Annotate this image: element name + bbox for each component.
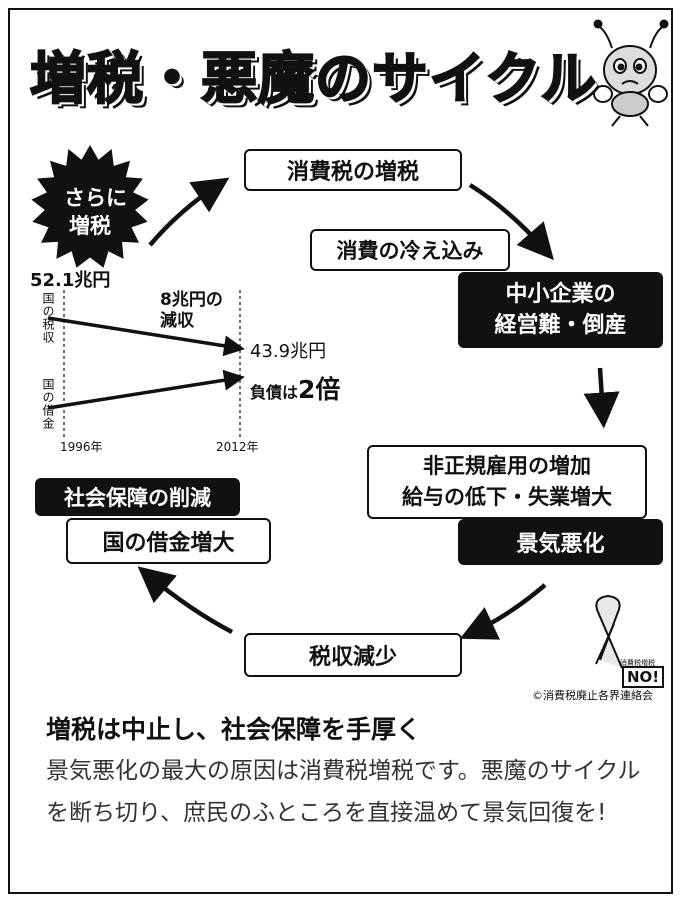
arrow-sme-to-employment	[583, 367, 620, 429]
national-debt-line	[47, 369, 245, 410]
consumption-label: 消費の冷え込み	[336, 239, 484, 263]
employment-label-line1: 非正規雇用の増加	[423, 454, 591, 478]
credit-text: ©消費税廃止各界連絡会	[532, 689, 653, 702]
arrow-tax-to-sme	[468, 183, 554, 261]
debt-multiple-label: 負債は2倍	[250, 370, 340, 406]
debt-box: 国の借金増大	[66, 518, 271, 564]
headline: 増税は中止し、社会保障を手厚く	[46, 715, 422, 744]
starburst-shape	[31, 145, 149, 268]
revenue-box: 税収減少	[244, 633, 462, 677]
tax-hike-box: 消費税の増税	[244, 149, 462, 191]
sme-box: 中小企業の 経営難・倒産	[458, 272, 663, 348]
year-start-label: 1996年	[60, 440, 103, 454]
burst-text-line1: さらに	[64, 186, 127, 210]
consumption-box: 消費の冷え込み	[310, 229, 510, 271]
devil-mascot	[593, 19, 669, 127]
ribbon-graphic	[595, 594, 623, 669]
debt-label: 国の借金増大	[102, 531, 235, 556]
tax-axis-label: 国の税収	[41, 292, 55, 344]
start-value-label: 52.1兆円	[30, 270, 111, 291]
end-value-label: 43.9兆円	[250, 341, 327, 362]
burst-text-line2: 増税	[69, 214, 111, 238]
social-security-box: 社会保障の削減	[35, 478, 240, 516]
year-end-label: 2012年	[216, 440, 259, 454]
body-text: 景気悪化の最大の原因は消費税増税です。悪魔のサイクルを断ち切り、庶民のふところを…	[46, 758, 641, 826]
arrow-revenue-to-debt	[137, 566, 234, 634]
arrow-economy-to-revenue	[459, 583, 547, 640]
tax-hike-label: 消費税の増税	[286, 160, 419, 185]
arrow-burst-to-tax	[148, 177, 230, 247]
sme-label-line1: 中小企業の	[505, 282, 616, 307]
page-frame	[8, 8, 673, 894]
ribbon-badge-small: 消費税増税	[620, 659, 655, 667]
sme-label-line2: 経営難・倒産	[494, 313, 627, 338]
debt-prefix: 負債は	[250, 383, 299, 402]
decrease-label-line1: 8兆円の	[160, 290, 223, 310]
ribbon-badge: NO!	[622, 666, 665, 688]
employment-label-line2: 給与の低下・失業増大	[402, 485, 612, 509]
economy-label: 景気悪化	[516, 532, 605, 557]
page-title: 増税・悪魔のサイクル	[29, 46, 598, 113]
employment-box: 非正規雇用の増加 給与の低下・失業増大	[367, 445, 647, 519]
debt-multiple: 2倍	[298, 375, 341, 404]
debt-axis-label: 国の借金	[41, 378, 55, 430]
economy-box: 景気悪化	[458, 519, 663, 565]
decrease-label-line2: 減収	[160, 311, 194, 331]
social-security-label: 社会保障の削減	[64, 486, 211, 510]
revenue-label: 税収減少	[308, 645, 397, 670]
tax-revenue-line	[47, 316, 245, 357]
